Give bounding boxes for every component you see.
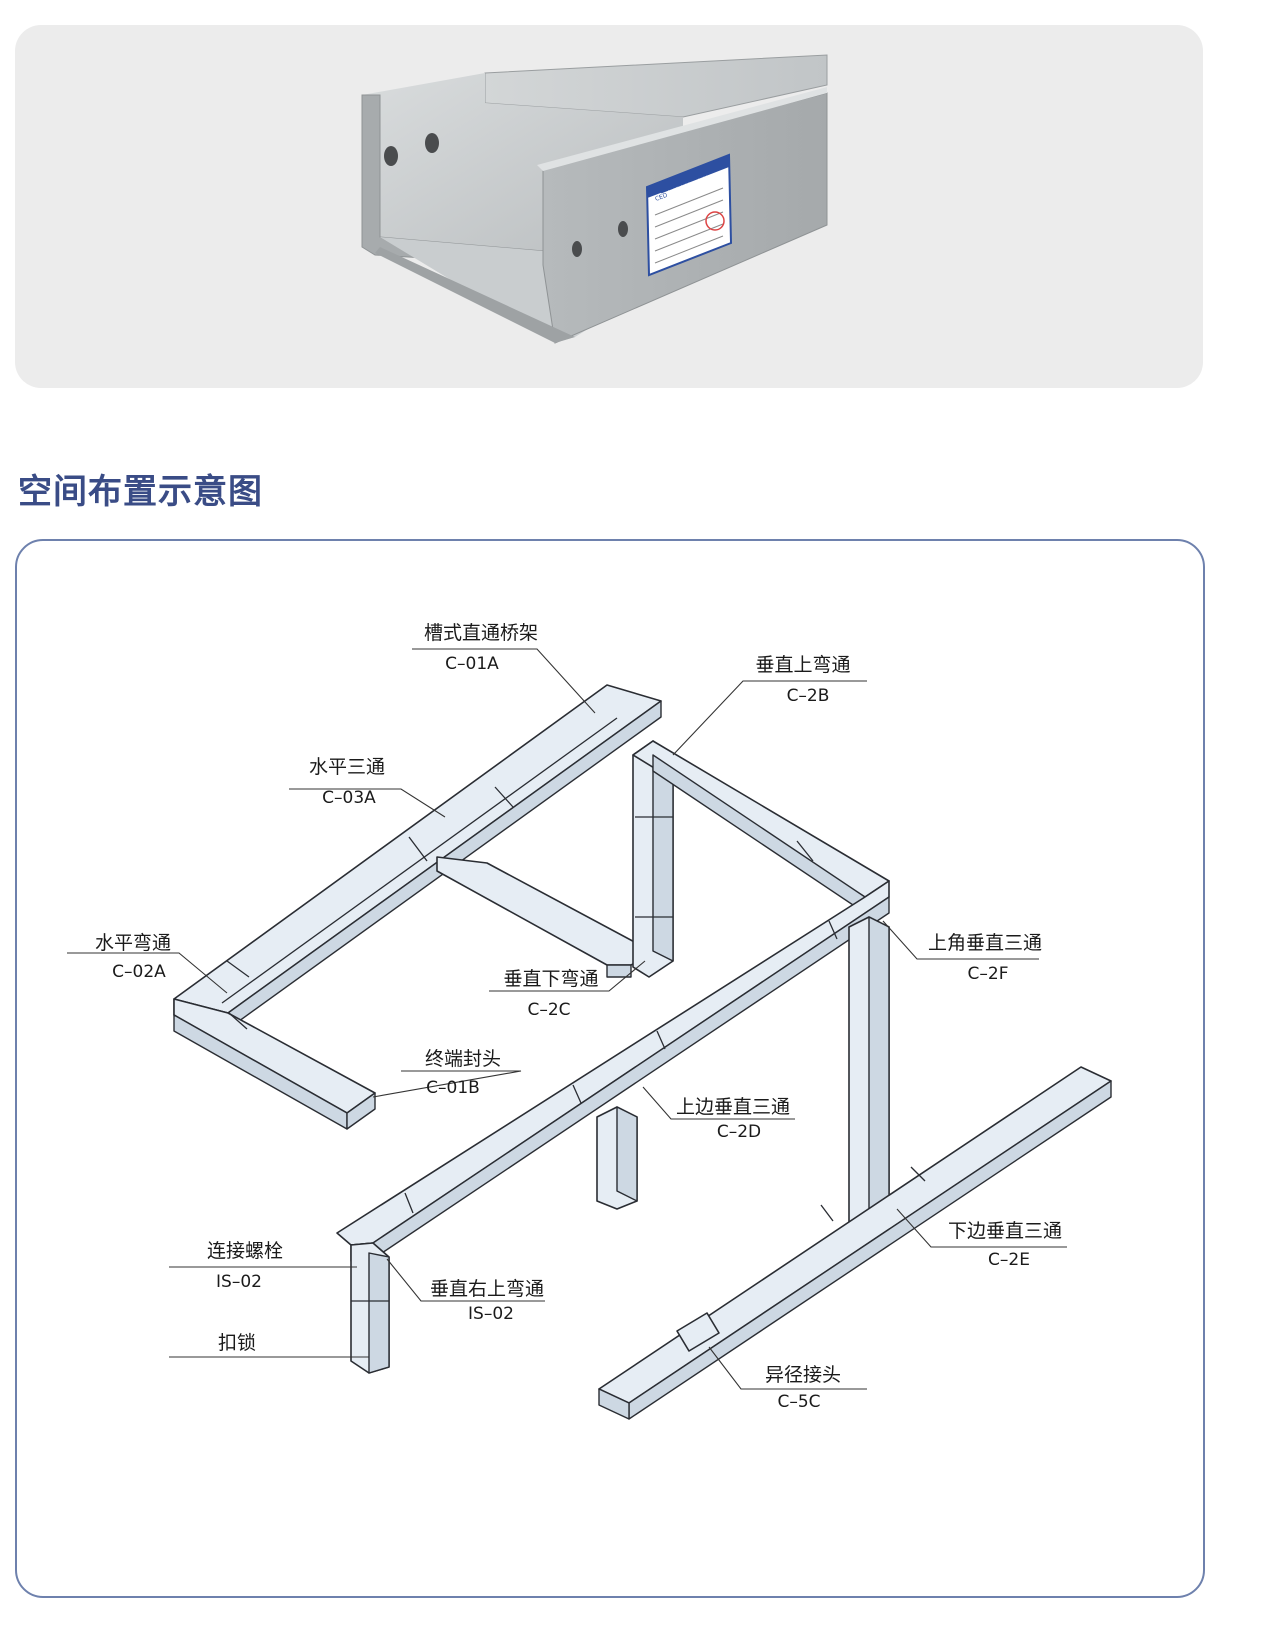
tray-c01b-run [173, 998, 376, 1114]
tray-c2f-down-leg [848, 916, 890, 1240]
layout-diagram: 槽式直通桥架 C–01A 垂直上弯通 C–2B 水平三通 C–03A 水平弯通 … [67, 622, 1112, 1420]
label-c02a: 水平弯通 C–02A [95, 932, 171, 982]
label-c2d: 上边垂直三通 C–2D [676, 1096, 790, 1142]
cable-tray-photo: CED 电缆桥架合格证 [361, 54, 828, 344]
svg-text:垂直下弯通: 垂直下弯通 [503, 968, 598, 990]
label-c01a: 槽式直通桥架 C–01A [424, 622, 538, 674]
vertical-riser-c2b-c2c [632, 740, 890, 978]
svg-text:C–03A: C–03A [322, 788, 376, 808]
svg-text:水平三通: 水平三通 [309, 756, 385, 778]
svg-text:终端封头: 终端封头 [425, 1048, 501, 1070]
svg-text:C–5C: C–5C [777, 1392, 820, 1412]
svg-text:垂直上弯通: 垂直上弯通 [755, 654, 850, 676]
svg-text:C–2D: C–2D [717, 1122, 761, 1142]
svg-text:C–2C: C–2C [527, 1000, 570, 1020]
svg-text:C–2E: C–2E [988, 1250, 1030, 1270]
tray-c2d-drop [596, 1106, 638, 1210]
label-is02-bolt: 连接螺栓 IS–02 [207, 1240, 283, 1292]
label-c2e: 下边垂直三通 C–2E [948, 1220, 1062, 1270]
product-photo-panel: CED 电缆桥架合格证 [15, 25, 1203, 388]
svg-text:C–02A: C–02A [112, 962, 166, 982]
svg-text:C–2F: C–2F [968, 964, 1009, 984]
svg-text:垂直右上弯通: 垂直右上弯通 [430, 1278, 544, 1300]
svg-text:上边垂直三通: 上边垂直三通 [676, 1096, 790, 1118]
svg-text:槽式直通桥架: 槽式直通桥架 [424, 622, 538, 644]
svg-text:扣锁: 扣锁 [218, 1332, 256, 1354]
layout-diagram-panel: 槽式直通桥架 C–01A 垂直上弯通 C–2B 水平三通 C–03A 水平弯通 … [15, 539, 1205, 1598]
svg-text:上角垂直三通: 上角垂直三通 [928, 932, 1042, 954]
svg-text:连接螺栓: 连接螺栓 [207, 1240, 283, 1262]
label-c2f: 上角垂直三通 C–2F [928, 932, 1042, 984]
label-c03a: 水平三通 C–03A [309, 756, 385, 808]
tray-network-upper-left [173, 684, 662, 1130]
svg-text:水平弯通: 水平弯通 [95, 932, 171, 954]
label-c2b: 垂直上弯通 C–2B [755, 654, 850, 706]
label-is02-bend: 垂直右上弯通 IS–02 [430, 1278, 544, 1324]
svg-text:C–01B: C–01B [426, 1078, 480, 1098]
svg-text:异径接头: 异径接头 [765, 1364, 841, 1386]
section-title: 空间布置示意图 [18, 472, 263, 512]
tray-c03a-branch [436, 856, 656, 966]
leader-lines [67, 648, 1067, 1390]
certificate-label: CED 电缆桥架合格证 [645, 153, 733, 277]
tray-is02-drop [350, 1242, 390, 1374]
label-c01b: 终端封头 C–01B [425, 1048, 501, 1098]
svg-text:下边垂直三通: 下边垂直三通 [948, 1220, 1062, 1242]
reducer-c5c [676, 1312, 720, 1352]
svg-text:IS–02: IS–02 [468, 1304, 514, 1324]
tray-right-lower-run [598, 1066, 1112, 1420]
svg-text:C–01A: C–01A [445, 654, 499, 674]
label-c2c: 垂直下弯通 C–2C [503, 968, 598, 1020]
label-lock: 扣锁 [218, 1332, 256, 1354]
certificate-logo: CED [654, 192, 669, 203]
svg-text:C–2B: C–2B [787, 686, 830, 706]
end-cap-c01b [346, 1092, 376, 1130]
label-c5c: 异径接头 C–5C [765, 1364, 841, 1412]
svg-text:IS–02: IS–02 [216, 1272, 262, 1292]
